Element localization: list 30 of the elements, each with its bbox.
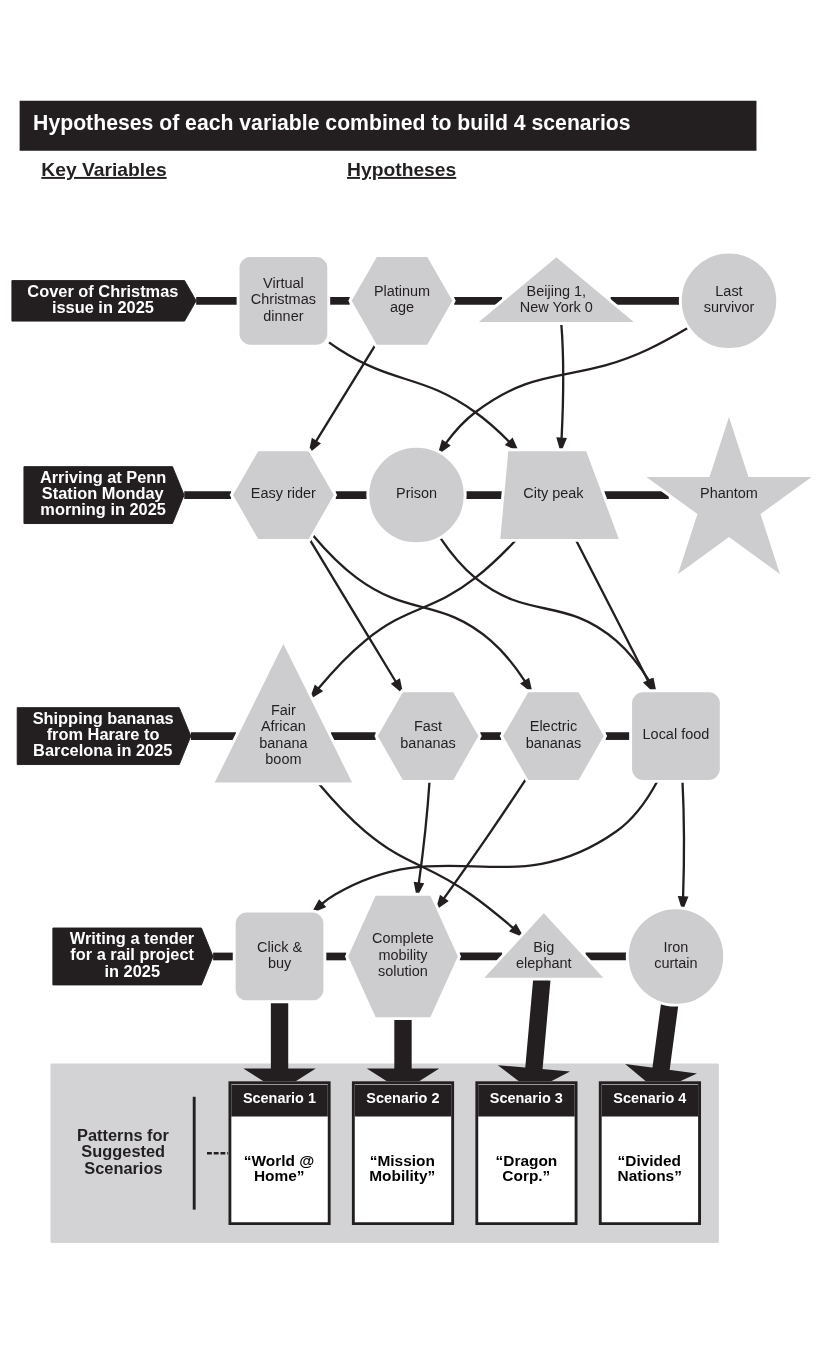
node-box: Virtual Christmas dinner <box>236 254 331 348</box>
connector <box>324 952 347 961</box>
connector <box>480 732 502 740</box>
node-circle: Prison <box>366 444 467 546</box>
connector <box>605 732 631 740</box>
connector <box>330 732 376 740</box>
connector <box>454 296 503 305</box>
arrow <box>437 326 689 455</box>
label: Key Variables <box>41 158 167 180</box>
label: Hypotheses <box>347 158 457 180</box>
connector <box>585 952 627 961</box>
node-text: Patterns for Suggested Scenarios <box>77 1125 169 1177</box>
arrow <box>311 780 659 914</box>
connector <box>604 491 669 499</box>
node-circle: Last survivor <box>678 250 780 351</box>
node-circle: Iron curtain <box>625 906 727 1007</box>
connector <box>196 296 238 305</box>
node-box: Click & buy <box>232 909 327 1004</box>
arrow <box>328 341 520 453</box>
connector <box>213 952 235 961</box>
connector <box>610 296 680 305</box>
connector <box>335 491 368 499</box>
connector <box>328 296 350 305</box>
diagram-title: Hypotheses of each variable combined to build 4 scenarios <box>33 111 631 135</box>
connector <box>184 491 232 499</box>
connector <box>459 952 503 961</box>
connector <box>190 732 237 740</box>
connector <box>207 1152 229 1155</box>
node-box: Local food <box>629 689 723 783</box>
connector <box>465 491 503 499</box>
